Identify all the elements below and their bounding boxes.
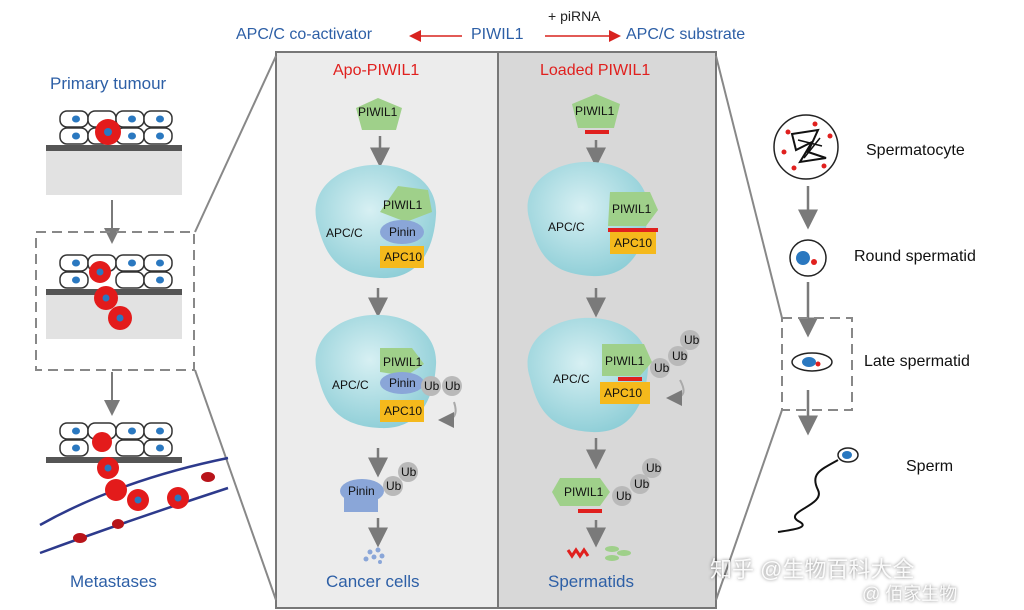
loaded-piwil1-released: PIWIL1 xyxy=(564,485,604,499)
apo-ub-2: Ub xyxy=(445,379,461,393)
apo-panel-bottom: Cancer cells xyxy=(326,572,420,591)
watermark-baijia: @ 佰家生物 xyxy=(862,584,958,604)
apo-pinin-2: Pinin xyxy=(389,376,416,390)
metastases-graphic xyxy=(39,422,229,555)
watermark-zhihu: 知乎 @生物百科大全 xyxy=(710,557,915,582)
apo-apc10-1: APC10 xyxy=(384,250,423,264)
zoom-line-right-top xyxy=(715,55,783,319)
invasion-dashed-box xyxy=(35,231,195,371)
loaded-panel-bottom: Spermatids xyxy=(548,572,634,591)
loaded-ub-2: Ub xyxy=(672,349,688,363)
header-substrate: APC/C substrate xyxy=(626,26,746,43)
stage-round-spermatid: Round spermatid xyxy=(854,248,976,265)
loaded-ub-1: Ub xyxy=(654,361,670,375)
loaded-ub-4: Ub xyxy=(616,489,632,503)
stage-spermatocyte: Spermatocyte xyxy=(866,142,965,159)
header-pirna: + piRNA xyxy=(548,8,601,24)
apo-pathway xyxy=(315,98,462,564)
loaded-piwil1-label: PIWIL1 xyxy=(575,104,615,118)
header-coactivator: APC/C co-activator xyxy=(236,26,373,43)
apo-piwil1-pentagon xyxy=(356,98,402,130)
apo-pinin-released: Pinin xyxy=(348,484,375,498)
apo-piwil1-bound-1: PIWIL1 xyxy=(383,198,423,212)
late-spermatid-dashed-box xyxy=(781,317,853,411)
loaded-pathway xyxy=(527,94,700,561)
apo-panel-title: Apo-PIWIL1 xyxy=(333,62,420,79)
loaded-ub-3: Ub xyxy=(684,333,700,347)
loaded-ub-6: Ub xyxy=(646,461,662,475)
apo-apcc-label-1: APC/C xyxy=(326,226,363,240)
zoom-line-left-top xyxy=(194,55,277,233)
label-metastases: Metastases xyxy=(70,572,157,591)
apo-pinin-1: Pinin xyxy=(389,225,416,239)
stage-sperm: Sperm xyxy=(906,458,954,475)
apo-piwil1-label: PIWIL1 xyxy=(358,105,398,119)
zoom-line-right-bottom xyxy=(715,409,783,601)
spermatogenesis-graphic xyxy=(773,114,859,533)
loaded-apc10-2: APC10 xyxy=(604,386,643,400)
loaded-apc10-1: APC10 xyxy=(614,236,653,250)
apo-apcc-label-2: APC/C xyxy=(332,378,369,392)
apo-ub-1: Ub xyxy=(424,379,440,393)
apo-apcc-blob-2 xyxy=(315,314,437,429)
loaded-panel-title: Loaded PIWIL1 xyxy=(540,62,651,79)
apo-apc10-2: APC10 xyxy=(384,404,423,418)
header-piwil1: PIWIL1 xyxy=(471,26,524,43)
loaded-piwil1-bound-2: PIWIL1 xyxy=(605,354,645,368)
loaded-apcc-label-1: APC/C xyxy=(548,220,585,234)
zoom-line-left-bottom xyxy=(194,369,277,601)
stage-late-spermatid: Late spermatid xyxy=(864,353,970,370)
loaded-piwil1-bound-1: PIWIL1 xyxy=(612,202,652,216)
loaded-piwil1-pentagon xyxy=(572,94,620,128)
loaded-apcc-label-2: APC/C xyxy=(553,372,590,386)
invasion-graphic xyxy=(46,254,182,339)
apo-ub-4: Ub xyxy=(401,465,417,479)
loaded-ub-5: Ub xyxy=(634,477,650,491)
apo-ub-3: Ub xyxy=(386,479,402,493)
label-primary-tumour: Primary tumour xyxy=(50,74,167,93)
primary-tumour-graphic xyxy=(46,110,182,195)
apo-piwil1-bound-2: PIWIL1 xyxy=(383,355,423,369)
